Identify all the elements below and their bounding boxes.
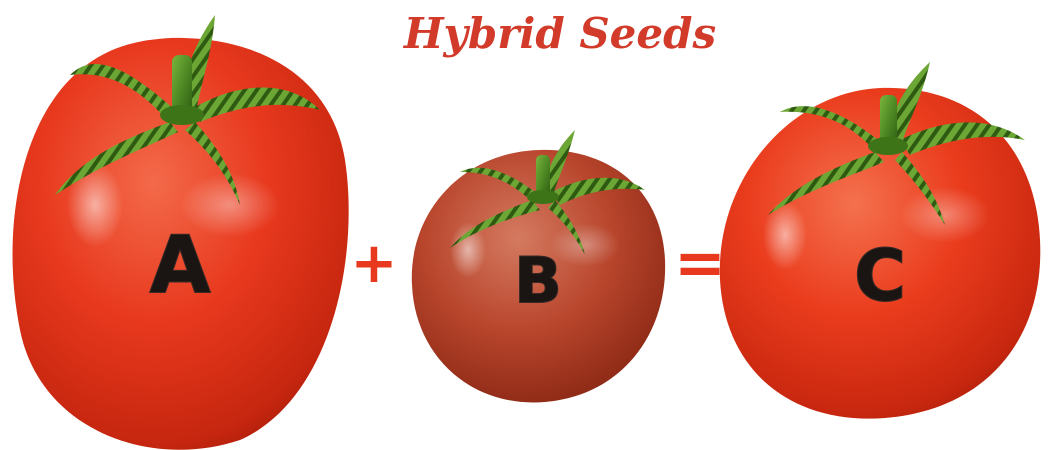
tomato-b: B	[412, 130, 665, 402]
tomato-b-label: B	[514, 244, 561, 317]
tomato-a: A	[13, 15, 349, 450]
tomato-c: C	[720, 62, 1041, 419]
plus-sign: +	[351, 231, 398, 296]
tomato-a-label: A	[150, 221, 210, 311]
equals-sign: =	[674, 226, 726, 299]
tomato-c-label: C	[854, 235, 905, 317]
